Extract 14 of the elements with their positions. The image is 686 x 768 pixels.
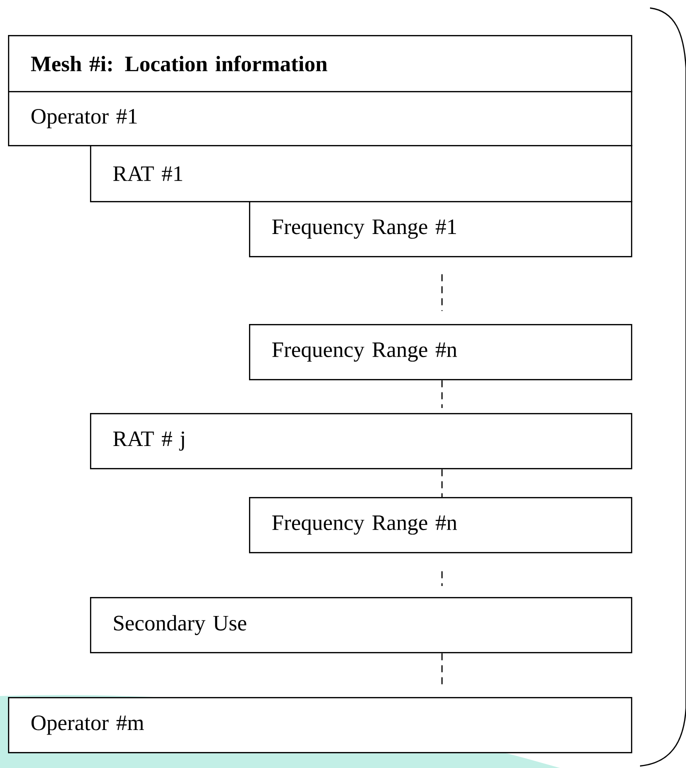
frequency-range-box: Frequency Range #n [249,324,632,380]
operator-box: Operator #m [8,697,632,754]
dashed-connector [441,274,443,311]
dashed-connector [441,469,443,497]
dashed-connector [441,571,443,586]
rat-box: RAT # j [90,413,632,470]
secondary-use-box: Secondary Use [90,597,632,654]
heading-box: Mesh #i: Location information [8,35,632,92]
frequency-range-box: Frequency Range #1 [249,201,632,258]
dashed-connector [441,380,443,408]
rat-box: RAT #1 [90,145,632,202]
operator-box: Operator #1 [8,91,632,146]
frequency-range-box: Frequency Range #n [249,497,632,554]
dashed-connector [441,653,443,686]
